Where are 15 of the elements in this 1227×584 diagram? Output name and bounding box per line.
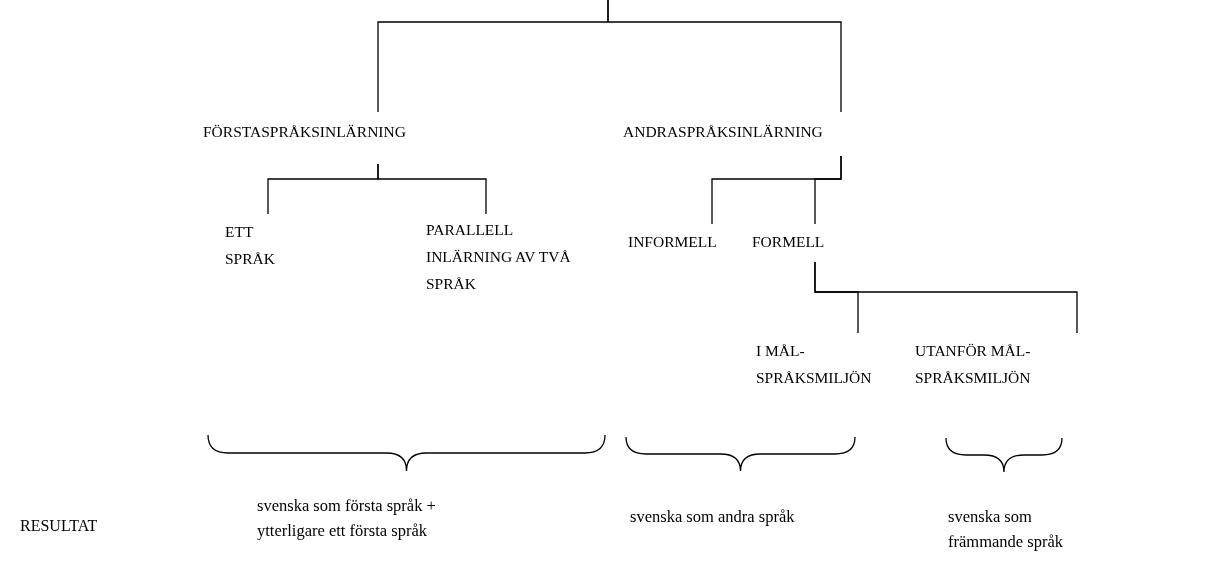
- tree-connector: [377, 163, 487, 215]
- category-label: ANDRASPRÅKSINLÄRNING: [623, 112, 848, 156]
- category-label: FORMELL: [752, 224, 834, 262]
- row-label: RESULTAT: [20, 517, 98, 535]
- category-label: INFORMELL: [628, 224, 728, 260]
- result-text: svenska som andra språk: [630, 505, 810, 533]
- category-label: I MÅL- SPRÅKSMILJÖN: [756, 333, 916, 399]
- tree-connector: [814, 261, 1078, 334]
- tree-connector: [607, 0, 842, 113]
- result-text: svenska som främmande språk: [948, 505, 1078, 561]
- category-label: ETT SPRÅK: [225, 214, 295, 274]
- category-label: UTANFÖR MÅL- SPRÅKSMILJÖN: [915, 333, 1081, 399]
- result-text: svenska som första språk + ytterligare ett första språk: [257, 494, 482, 550]
- tree-connector: [814, 155, 842, 225]
- category-label: PARALLELL INLÄRNING AV TVÅ SPRÅK: [426, 214, 576, 304]
